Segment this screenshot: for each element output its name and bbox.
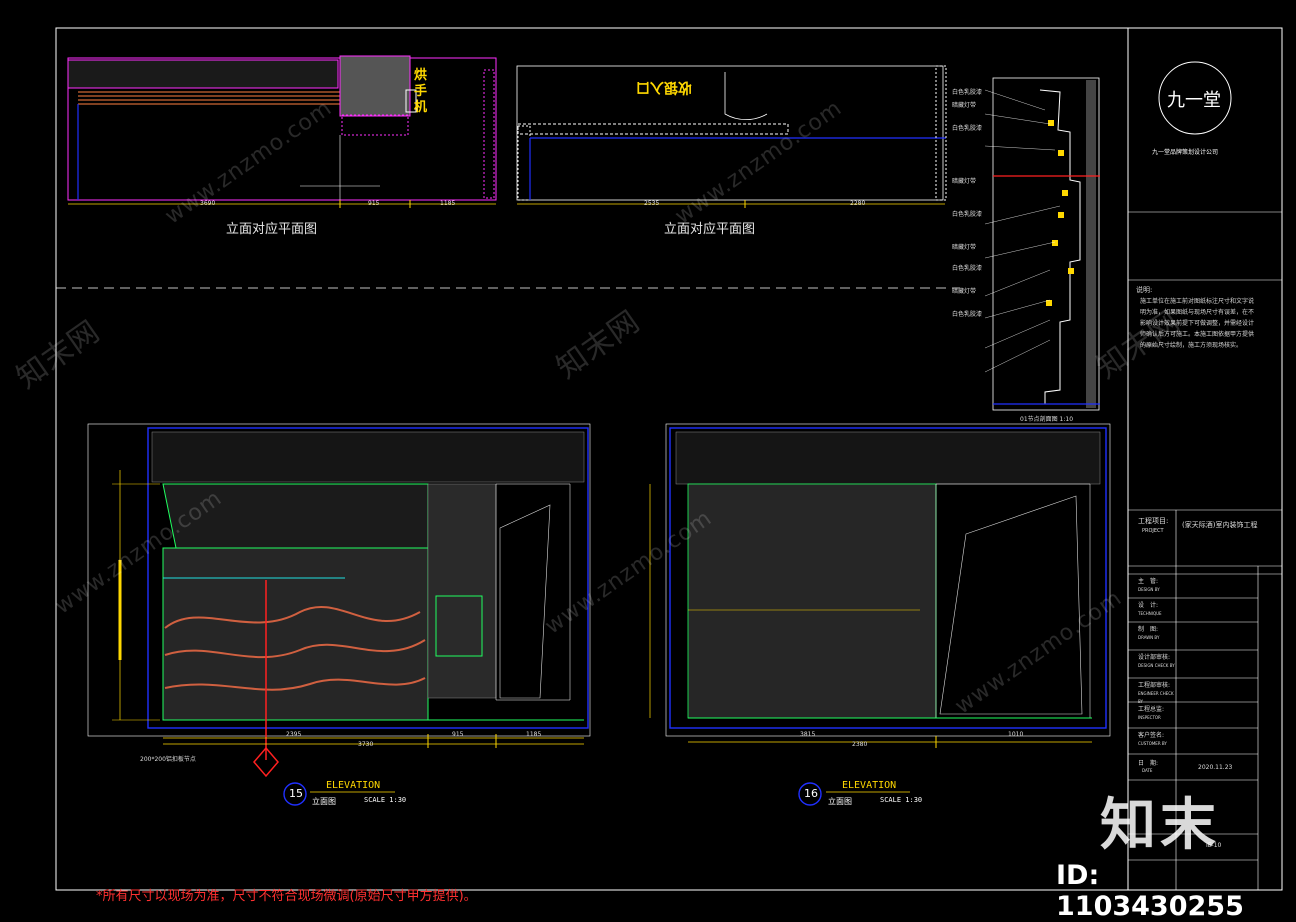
elev15-dim-1: 2395 xyxy=(286,731,302,738)
tb-row: 客户签名:CUSTOMER BY xyxy=(1138,732,1167,746)
elevation-15-subtitle: 立面图 xyxy=(312,797,336,806)
plan-right-dim-1: 2535 xyxy=(644,200,660,207)
section-label: 暗藏灯带 xyxy=(952,244,977,251)
section-label-list: 白色乳胶漆 暗藏灯带 白色乳胶漆 暗藏灯带 白色乳胶漆 暗藏灯带 白色乳胶漆 暗… xyxy=(952,86,982,321)
elevation-16 xyxy=(649,423,1111,748)
plan-left-dim-1: 3690 xyxy=(200,200,216,207)
elev15-dim-4: 1185 xyxy=(526,731,542,738)
tb-row: 制 图:DRAWN BY xyxy=(1138,626,1160,640)
title-block-grid xyxy=(1128,211,1282,890)
title-block-rows: 主 管:DESIGN BY 设 计:TECHNIQUE 制 图:DRAWN BY… xyxy=(1138,578,1178,758)
plan-left-dim-3: 1185 xyxy=(440,200,456,207)
date-label-en: DATE xyxy=(1142,768,1153,773)
elevation-15 xyxy=(87,423,591,778)
section-label: 白色乳胶漆 xyxy=(952,125,983,132)
section-label: 白色乳胶漆 xyxy=(952,211,983,218)
elev16-dim-3: 1010 xyxy=(1008,731,1024,738)
elevation-15-title: ELEVATION xyxy=(326,780,381,791)
elevation-15-scale: SCALE 1:30 xyxy=(364,796,407,804)
section-label: 白色乳胶漆 xyxy=(952,311,983,318)
elevation-16-title: ELEVATION xyxy=(842,780,897,791)
tb-row: 工程总监:INSPECTOR xyxy=(1138,706,1165,720)
tb-row: 设 计:TECHNIQUE xyxy=(1138,602,1162,616)
plan-left-dim-2: 915 xyxy=(368,200,380,207)
elevation-16-subtitle: 立面图 xyxy=(828,797,852,806)
section-label: 白色乳胶漆 xyxy=(952,265,983,272)
section-detail xyxy=(984,77,1100,411)
plan-left xyxy=(67,55,497,208)
elevation-16-marker xyxy=(798,782,822,806)
date-label: 日 期: xyxy=(1138,760,1159,767)
project-value: (家天际酒)室内装饰工程 xyxy=(1182,521,1258,529)
tb-row: 工程部审核:ENGINEER CHECK BY xyxy=(1138,682,1174,704)
id-watermark: ID: 1103430255 xyxy=(1056,860,1244,922)
plan-left-caption: 立面对应平面图 xyxy=(226,222,318,237)
elevation-15-number: 15 xyxy=(289,787,303,800)
project-label-en: PROJECT xyxy=(1142,528,1164,534)
elev15-dim-3: 915 xyxy=(452,731,464,738)
plan-right-label: 收银入口 xyxy=(636,79,692,95)
title-block-frame xyxy=(1127,27,1283,891)
elev16-dim-1: 3815 xyxy=(800,731,816,738)
section-caption: 01节点剖面图 1:10 xyxy=(1020,416,1074,423)
tb-row: 设计部审核:DESIGN CHECK BY xyxy=(1138,654,1175,668)
notes-body: 施工单位在施工前对图纸标注尺寸和文字说明为准，如果图纸与现场尺寸有误差，在不影响… xyxy=(1140,298,1255,349)
logo-text: 九一堂 xyxy=(1167,90,1221,111)
plan-right xyxy=(516,65,947,208)
section-label: 暗藏灯带 xyxy=(952,102,977,109)
elev15-dim-2: 3730 xyxy=(358,741,374,748)
drawing-number: IE-10 xyxy=(1206,842,1222,849)
section-label: 白色乳胶漆 xyxy=(952,89,983,96)
elev16-dim-2: 2380 xyxy=(852,741,868,748)
notes-title: 说明: xyxy=(1136,286,1153,294)
plan-right-dim-2: 2280 xyxy=(850,200,866,207)
section-label: 暗藏灯带 xyxy=(952,178,977,185)
plan-right-caption: 立面对应平面图 xyxy=(664,222,756,237)
elevation-16-number: 16 xyxy=(804,787,818,800)
tb-row: 主 管:DESIGN BY xyxy=(1138,578,1160,592)
logo-circle xyxy=(1158,61,1232,135)
plan-left-label: 烘手机 xyxy=(414,68,428,115)
project-label: 工程项目: xyxy=(1138,517,1169,525)
footer-note: *所有尺寸以现场为准，尺寸不符合现场微调(原始尺寸甲方提供)。 xyxy=(96,889,477,904)
elev15-callout: 200*200铝扣板节点 xyxy=(140,756,196,763)
company-name: 九一堂品牌策划设计公司 xyxy=(1152,149,1219,156)
section-label: 暗藏灯带 xyxy=(952,288,977,295)
elevation-15-marker xyxy=(283,782,307,806)
elevation-16-scale: SCALE 1:30 xyxy=(880,796,923,804)
date-value: 2020.11.23 xyxy=(1198,764,1233,771)
brand-watermark: 知末 xyxy=(1100,793,1220,858)
